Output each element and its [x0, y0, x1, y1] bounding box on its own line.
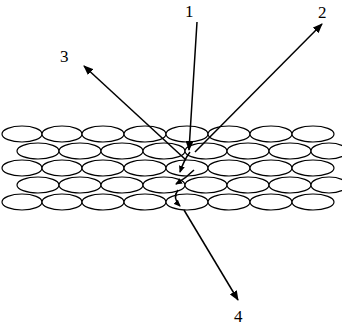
- cell-layers: [2, 126, 342, 210]
- callout-number: 3: [60, 48, 69, 65]
- callout-number: 4: [234, 308, 243, 325]
- callout-number: 2: [318, 4, 327, 21]
- light-rays: [84, 22, 322, 300]
- callout-number: 1: [185, 3, 194, 20]
